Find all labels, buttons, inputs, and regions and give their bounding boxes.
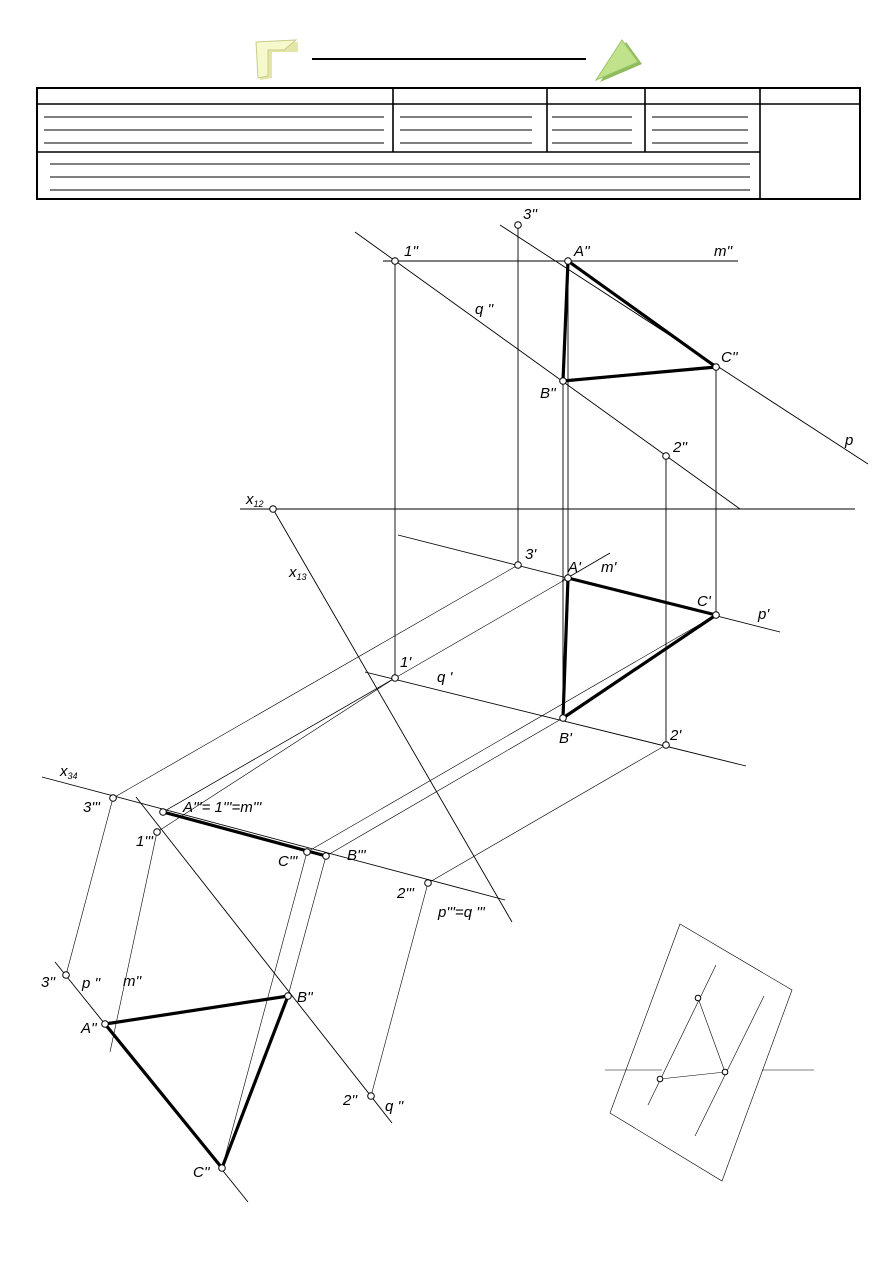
triangle-view-1 <box>561 575 720 722</box>
label-1-2: 1'' <box>404 243 419 260</box>
label-1-1: 1' <box>400 654 412 671</box>
axis-x13 <box>272 508 513 923</box>
label-m-4: m'' <box>123 973 142 990</box>
label-C-2: C'' <box>721 349 739 366</box>
label-A-2: A'' <box>573 243 591 260</box>
label-2-2: 2'' <box>672 439 688 456</box>
label-C-3: C''' <box>278 853 299 870</box>
triangle-view-2 <box>561 257 721 383</box>
corner-arrow-icon[interactable] <box>255 39 298 80</box>
label-B-1: B' <box>559 730 573 747</box>
label-2-4: 2'' <box>342 1092 358 1109</box>
construction-lines <box>41 224 869 1203</box>
label-m-2: m'' <box>714 243 733 260</box>
line-q4 <box>135 796 393 1124</box>
title-block <box>36 87 861 200</box>
triangle-views <box>101 257 721 1172</box>
label-x13: x13 <box>288 564 307 582</box>
label-A-4: A'' <box>80 1020 98 1037</box>
label-p-4: p '' <box>81 975 101 992</box>
label-q-4: q '' <box>385 1098 404 1115</box>
label-C-1: C' <box>697 593 712 610</box>
label-B-2: B'' <box>540 385 557 402</box>
points <box>62 221 720 1172</box>
label-x34: x34 <box>59 763 78 781</box>
label-p-1: p' <box>757 606 770 623</box>
triangle-view-4 <box>101 994 291 1172</box>
label-3-1: 3' <box>525 546 537 563</box>
label-B-3: B''' <box>347 847 367 864</box>
label-2-3: 2''' <box>396 885 415 902</box>
label-3-3: 3''' <box>83 799 101 816</box>
label-q-2: q '' <box>475 301 494 318</box>
label-B-4: B'' <box>297 989 314 1006</box>
label-A-1: A' <box>567 559 582 576</box>
label-p: p <box>844 432 853 449</box>
triangle-play-icon[interactable] <box>594 39 642 82</box>
triangle-view-3 <box>161 810 328 858</box>
line-q2 <box>354 231 741 510</box>
label-2-1: 2' <box>669 727 682 744</box>
label-pq-3: p'''=q ''' <box>437 904 486 921</box>
label-1-3: 1''' <box>136 833 154 850</box>
label-C-4: C'' <box>193 1164 211 1181</box>
label-q-1: q ' <box>437 669 454 686</box>
line-q1 <box>364 671 747 767</box>
label-A-3: A'''= 1'''=m''' <box>182 799 262 816</box>
label-3-2: 3'' <box>523 206 538 223</box>
label-m-1: m' <box>601 559 617 576</box>
inset-sketch <box>605 923 814 1182</box>
labels: 3'' 1'' A'' m'' q '' C'' B'' 2'' p x12 x… <box>41 206 853 1181</box>
label-x12: x12 <box>245 491 264 509</box>
label-3-4: 3'' <box>41 974 56 991</box>
